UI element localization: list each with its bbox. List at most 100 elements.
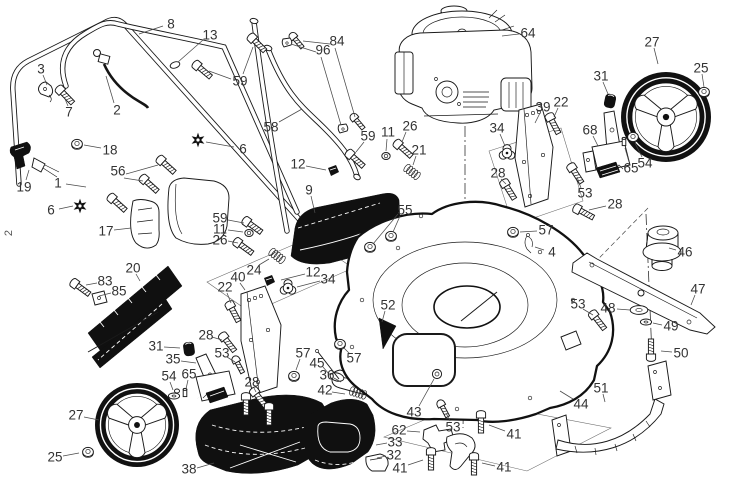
part-bolt bbox=[263, 402, 275, 426]
callout-12: 12 bbox=[305, 265, 320, 280]
part-washersm bbox=[167, 392, 181, 400]
part-bolt bbox=[499, 178, 518, 201]
callout-57: 57 bbox=[346, 351, 361, 366]
leader-line bbox=[169, 381, 174, 391]
part-bolt bbox=[392, 138, 414, 159]
part-blackknob bbox=[183, 341, 195, 357]
part-upper-handle bbox=[10, 16, 310, 231]
part-bolt bbox=[217, 331, 238, 354]
leader-line bbox=[500, 178, 507, 185]
callout-53: 53 bbox=[577, 186, 592, 201]
leader-line bbox=[501, 33, 520, 37]
callout-12: 12 bbox=[290, 157, 305, 172]
leader-line bbox=[227, 229, 244, 233]
callout-28: 28 bbox=[490, 166, 505, 181]
callout-4: 4 bbox=[548, 245, 556, 260]
part-engine bbox=[394, 5, 533, 124]
leader-line bbox=[488, 424, 506, 432]
callout-41: 41 bbox=[392, 461, 407, 476]
leader-line bbox=[602, 81, 609, 95]
leader-line bbox=[83, 144, 102, 149]
part-deck bbox=[333, 200, 615, 423]
callout-96: 96 bbox=[315, 43, 330, 58]
callout-11: 11 bbox=[213, 222, 227, 237]
callout-57: 57 bbox=[295, 346, 310, 361]
part-drive-cover-bar bbox=[87, 265, 183, 369]
leader-line bbox=[196, 462, 215, 469]
callout-45: 45 bbox=[309, 356, 324, 371]
part-bolt bbox=[645, 338, 657, 362]
leader-line bbox=[138, 25, 164, 35]
part-spring bbox=[403, 163, 421, 180]
leader-line bbox=[322, 366, 330, 375]
part-height-lever-right bbox=[582, 110, 631, 179]
part-height-lever-left bbox=[174, 353, 236, 404]
part-upper-handle-rear bbox=[60, 20, 300, 215]
leader-line bbox=[258, 258, 270, 266]
wheels-layer bbox=[95, 72, 711, 467]
callout-43: 43 bbox=[406, 405, 421, 420]
callout-65: 65 bbox=[623, 161, 638, 176]
part-bolt bbox=[106, 192, 128, 213]
part-clampblk bbox=[328, 165, 339, 176]
callout-24: 24 bbox=[246, 263, 262, 278]
part-bolt bbox=[475, 410, 487, 434]
callout-59: 59 bbox=[212, 211, 227, 226]
leader-line bbox=[242, 46, 254, 75]
part-bolt bbox=[566, 162, 585, 185]
leader-line bbox=[406, 430, 421, 433]
leader-line bbox=[582, 308, 594, 316]
leader-line bbox=[305, 165, 327, 171]
leader-line bbox=[334, 47, 356, 118]
callout-44: 44 bbox=[573, 397, 589, 412]
leader-line bbox=[25, 169, 30, 181]
part-nut bbox=[627, 131, 639, 143]
callout-28: 28 bbox=[198, 328, 213, 343]
leader-line bbox=[85, 282, 98, 286]
part-nut bbox=[698, 86, 710, 98]
part-bolt bbox=[240, 392, 252, 416]
leader-line bbox=[401, 131, 407, 143]
leader-line bbox=[668, 247, 677, 251]
part-washer bbox=[629, 305, 649, 315]
leader-line bbox=[180, 360, 197, 364]
callout-27: 27 bbox=[68, 408, 83, 423]
leader-line bbox=[105, 75, 115, 104]
leader-line bbox=[163, 346, 181, 349]
part-engine-bracket-left bbox=[240, 285, 282, 396]
leader-line bbox=[253, 387, 257, 393]
callout-53: 53 bbox=[570, 297, 585, 312]
leader-line bbox=[355, 141, 365, 153]
leader-line bbox=[333, 377, 342, 383]
leader-line bbox=[310, 195, 316, 214]
part-lockwasher bbox=[381, 152, 391, 160]
callout-42: 42 bbox=[317, 383, 332, 398]
callout-3: 3 bbox=[37, 62, 45, 77]
part-clampw bbox=[337, 123, 349, 134]
callout-2: 2 bbox=[113, 103, 121, 118]
part-rope-guide-hook bbox=[38, 81, 54, 103]
part-handle-knob bbox=[9, 141, 60, 178]
part-clover bbox=[498, 144, 516, 160]
callout-25: 25 bbox=[47, 450, 62, 465]
leader-line bbox=[205, 141, 235, 148]
callout-28: 28 bbox=[244, 375, 259, 390]
part-bolt bbox=[572, 203, 596, 221]
part-nut bbox=[71, 138, 83, 150]
leader-line bbox=[343, 347, 351, 355]
callout-47: 47 bbox=[690, 282, 705, 297]
callout-46: 46 bbox=[677, 245, 692, 260]
callout-9: 9 bbox=[305, 183, 313, 198]
leader-line bbox=[211, 336, 223, 341]
part-door-bracket bbox=[422, 424, 476, 470]
callout-17: 17 bbox=[98, 224, 113, 239]
leader-line bbox=[372, 213, 399, 245]
callout-22: 22 bbox=[217, 280, 232, 295]
leader-line bbox=[42, 74, 48, 86]
leader-line bbox=[481, 462, 496, 467]
callout-22: 22 bbox=[553, 95, 568, 110]
part-clover bbox=[279, 279, 297, 295]
leader-line bbox=[125, 164, 159, 175]
leader-line bbox=[553, 107, 559, 118]
